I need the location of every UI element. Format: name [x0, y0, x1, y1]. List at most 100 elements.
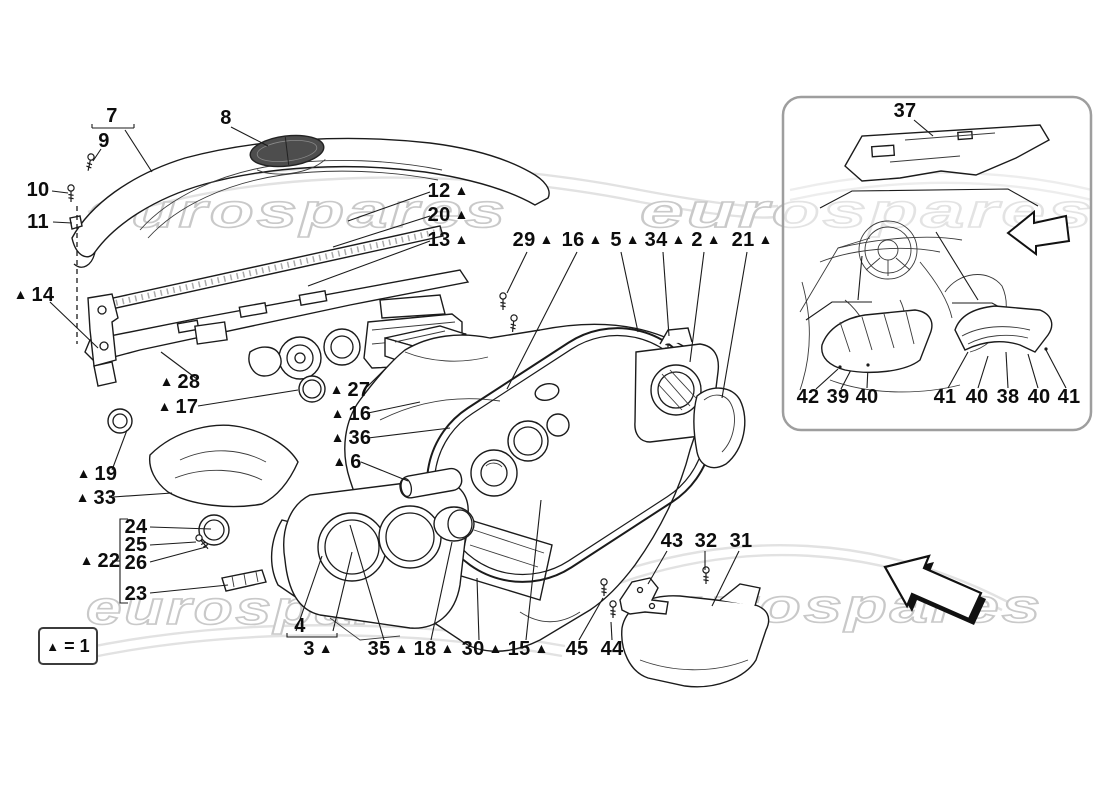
- part-label-30-32: 30▲: [462, 639, 503, 659]
- part-number: 30: [461, 638, 485, 660]
- speaker-grille: [249, 134, 326, 175]
- part-number: 7: [106, 105, 118, 127]
- qty-triangle-icon: ▲: [332, 453, 347, 469]
- part-label-38-45: 38: [997, 387, 1020, 407]
- part-label-37-39: 37: [894, 101, 917, 121]
- part-number: 15: [507, 638, 531, 660]
- part-number: 21: [731, 229, 755, 251]
- part-number: 18: [413, 638, 437, 660]
- qty-triangle-icon: ▲: [454, 231, 469, 247]
- fastener-screws-top-left: [67, 152, 96, 344]
- part-number: 44: [600, 638, 624, 660]
- inset-reference-box: eurospares: [781, 95, 1093, 432]
- legend-text: = 1: [64, 635, 90, 656]
- qty-triangle-icon: ▲: [330, 405, 345, 421]
- part-label-25-24: 25: [125, 535, 148, 555]
- part-number: 3: [303, 638, 315, 660]
- qty-triangle-icon: ▲: [588, 231, 603, 247]
- part-label-27-17: ▲27: [330, 380, 371, 400]
- side-bracket-and-grommets: [87, 293, 133, 434]
- inset-border: [781, 95, 1093, 432]
- part-number: 40: [1027, 386, 1051, 408]
- part-label-39-41: 39: [827, 387, 850, 407]
- part-number: 19: [94, 463, 118, 485]
- part-number: 36: [348, 427, 372, 449]
- part-label-5-11: 5▲: [610, 230, 639, 250]
- part-label-20-7: 20▲: [428, 205, 469, 225]
- part-label-44-35: 44: [601, 639, 624, 659]
- dashboard-exploded-view: [49, 124, 770, 688]
- part-label-23-27: 23: [125, 584, 148, 604]
- part-label-22-26: ▲22: [80, 551, 121, 571]
- part-label-41-47: 41: [1058, 387, 1081, 407]
- part-label-8-2: 8: [220, 108, 231, 128]
- part-number: 40: [855, 386, 879, 408]
- part-number: 2: [691, 229, 703, 251]
- part-number: 28: [177, 371, 201, 393]
- part-number: 5: [610, 229, 622, 251]
- qty-triangle-icon: ▲: [454, 206, 469, 222]
- sound-pads: [821, 305, 1053, 373]
- part-number: 10: [26, 179, 50, 201]
- dashboard-frame: [84, 269, 470, 363]
- part-number: 41: [1057, 386, 1081, 408]
- side-vent-housing: [634, 327, 746, 469]
- qty-triangle-icon: ▲: [440, 640, 455, 656]
- qty-triangle-icon: ▲: [76, 465, 91, 481]
- part-label-13-8: 13▲: [428, 230, 469, 250]
- part-label-43-36: 43: [661, 531, 684, 551]
- part-number: 25: [124, 534, 148, 556]
- part-number: 13: [427, 229, 451, 251]
- part-label-16-18: ▲16: [331, 404, 372, 424]
- part-label-14-5: ▲14: [14, 285, 55, 305]
- part-number: 16: [348, 403, 372, 425]
- part-number: 12: [427, 180, 451, 202]
- legend-triangle-icon: ▲: [46, 638, 60, 654]
- part-label-10-3: 10: [27, 180, 50, 200]
- part-number: 39: [826, 386, 850, 408]
- part-label-16-10: 16▲: [562, 230, 603, 250]
- qty-triangle-icon: ▲: [671, 231, 686, 247]
- qty-triangle-icon: ▲: [329, 381, 344, 397]
- part-number: 16: [561, 229, 585, 251]
- part-label-21-14: 21▲: [732, 230, 773, 250]
- part-label-6-20: ▲6: [332, 452, 361, 472]
- part-number: 38: [996, 386, 1020, 408]
- part-number: 29: [512, 229, 536, 251]
- part-number: 43: [660, 530, 684, 552]
- part-label-15-33: 15▲: [508, 639, 549, 659]
- qty-triangle-icon: ▲: [159, 373, 174, 389]
- part-label-36-19: ▲36: [331, 428, 372, 448]
- part-label-24-23: 24: [125, 517, 148, 537]
- part-number: 35: [367, 638, 391, 660]
- part-number: 32: [694, 530, 718, 552]
- part-label-29-9: 29▲: [513, 230, 554, 250]
- qty-triangle-icon: ▲: [318, 640, 333, 656]
- inset-faint-watermark: eurospares: [783, 171, 1091, 238]
- part-label-19-21: ▲19: [77, 464, 118, 484]
- part-label-40-44: 40: [966, 387, 989, 407]
- part-number: 11: [27, 211, 49, 233]
- qty-triangle-icon: ▲: [13, 286, 28, 302]
- part-label-2-13: 2▲: [691, 230, 720, 250]
- part-label-32-37: 32: [695, 531, 718, 551]
- part-label-31-38: 31: [730, 531, 753, 551]
- part-number: 14: [31, 284, 55, 306]
- part-number: 22: [97, 550, 121, 572]
- lower-left-small-parts: [194, 514, 267, 592]
- part-number: 40: [965, 386, 989, 408]
- leather-cover-sheet: [148, 424, 299, 508]
- part-number: 33: [93, 487, 117, 509]
- part-label-34-12: 34▲: [645, 230, 686, 250]
- part-label-40-42: 40: [856, 387, 879, 407]
- qty-triangle-icon: ▲: [394, 640, 409, 656]
- part-label-9-1: 9: [98, 131, 109, 151]
- insulation-panel-37: [844, 124, 1050, 182]
- part-label-35-30: 35▲: [368, 639, 409, 659]
- big-direction-arrow-icon: [883, 554, 986, 625]
- part-label-3-29: 3▲: [303, 639, 332, 659]
- part-number: 31: [729, 530, 753, 552]
